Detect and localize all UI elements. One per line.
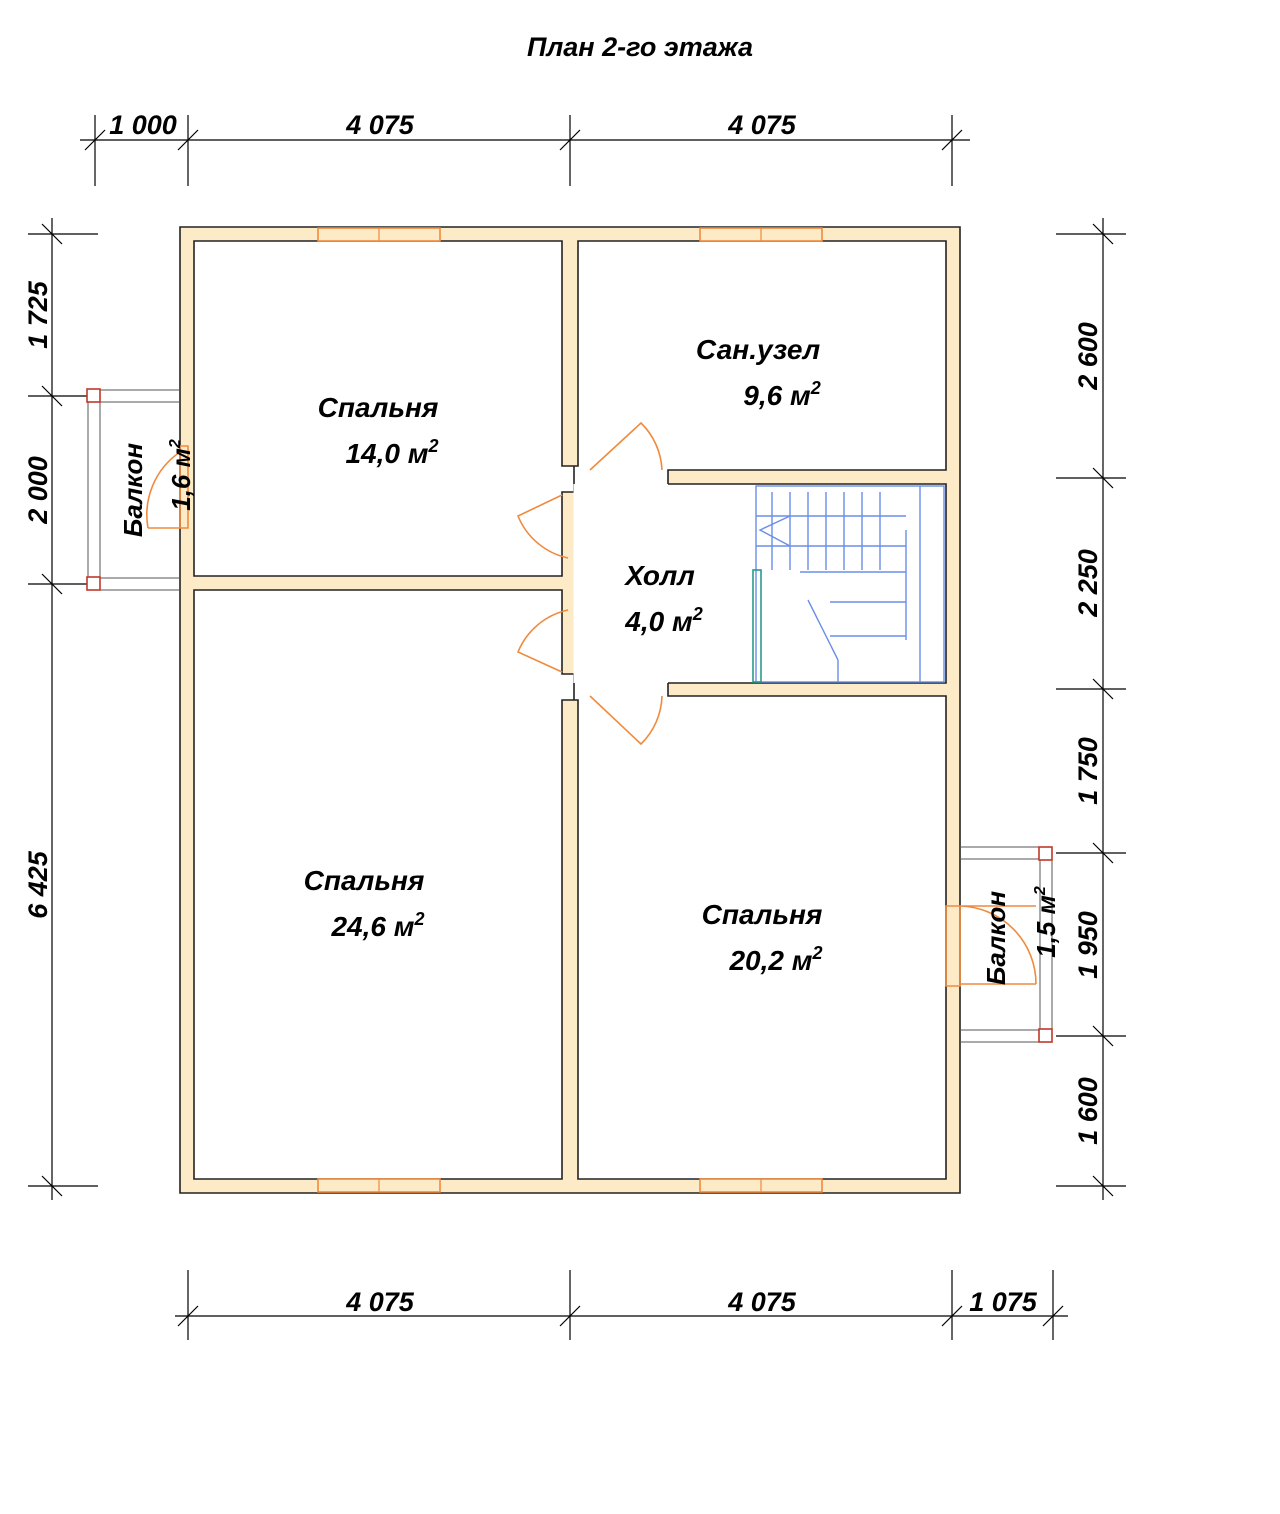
dim-right-2: 2 250 xyxy=(1073,549,1103,618)
room-name: Балкон xyxy=(981,891,1011,985)
room-bedroom-top-left: Спальня 14,0 м2 xyxy=(318,392,439,469)
room-hall: Холл 4,0 м2 xyxy=(623,560,703,637)
doors xyxy=(146,421,1037,987)
dimension-bottom: 4 075 4 075 1 075 xyxy=(175,1270,1068,1340)
room-bathroom: Сан.узел 9,6 м2 xyxy=(696,334,821,411)
dimension-right: 2 600 2 250 1 750 1 950 1 600 xyxy=(1056,218,1126,1200)
dim-bottom-2: 4 075 xyxy=(727,1287,797,1317)
dim-right-5: 1 600 xyxy=(1073,1077,1103,1145)
plan-title: План 2-го этажа xyxy=(527,32,753,62)
walls xyxy=(179,226,961,1194)
dim-right-4: 1 950 xyxy=(1073,911,1103,979)
room-name: Спальня xyxy=(318,392,439,423)
dim-bottom-3: 1 075 xyxy=(969,1287,1038,1317)
dim-right-3: 1 750 xyxy=(1073,737,1103,805)
balcony-post xyxy=(86,576,101,591)
dim-top-3: 4 075 xyxy=(727,110,797,140)
room-balcony-right: Балкон 1,5 м2 xyxy=(981,886,1061,985)
balcony-post xyxy=(1038,846,1053,861)
door-balcony-right xyxy=(959,905,1037,985)
door-bathroom xyxy=(589,421,663,471)
balcony-right xyxy=(960,846,1053,1043)
dim-left-1: 1 725 xyxy=(23,280,53,349)
balcony-post xyxy=(86,388,101,403)
dim-top-2: 4 075 xyxy=(345,110,415,140)
room-name: Балкон xyxy=(118,443,148,537)
balcony-left xyxy=(86,388,180,591)
room-name: Холл xyxy=(623,560,695,591)
room-name: Спальня xyxy=(304,865,425,896)
room-area: 9,6 м2 xyxy=(743,378,820,411)
room-bedroom-bottom-left: Спальня 24,6 м2 xyxy=(304,865,425,942)
dim-left-3: 6 425 xyxy=(23,850,53,919)
dim-left-2: 2 000 xyxy=(23,456,53,525)
room-bedroom-bottom-right: Спальня 20,2 м2 xyxy=(702,899,823,976)
door-bedroom-bottom-left xyxy=(516,609,569,673)
dim-top-1: 1 000 xyxy=(109,110,177,140)
room-area: 1,5 м2 xyxy=(1031,886,1061,958)
door-bedroom-bottom-right xyxy=(589,695,663,746)
room-area: 4,0 м2 xyxy=(624,604,702,637)
room-area: 1,6 м2 xyxy=(166,439,196,511)
room-name: Спальня xyxy=(702,899,823,930)
dim-bottom-1: 4 075 xyxy=(345,1287,415,1317)
dim-right-1: 2 600 xyxy=(1073,322,1103,391)
room-area: 20,2 м2 xyxy=(728,943,822,976)
door-bedroom-top-left xyxy=(516,494,569,559)
dimension-top: 1 000 4 075 4 075 xyxy=(80,110,970,186)
dimension-left: 1 725 2 000 6 425 xyxy=(23,218,98,1200)
room-area: 24,6 м2 xyxy=(330,909,424,942)
stairs xyxy=(752,485,945,683)
room-area: 14,0 м2 xyxy=(345,436,438,469)
windows xyxy=(317,227,823,1193)
room-balcony-left: Балкон 1,6 м2 xyxy=(118,439,196,537)
balcony-post xyxy=(1038,1028,1053,1043)
room-name: Сан.узел xyxy=(696,334,820,365)
door-balcony-left xyxy=(146,451,181,529)
